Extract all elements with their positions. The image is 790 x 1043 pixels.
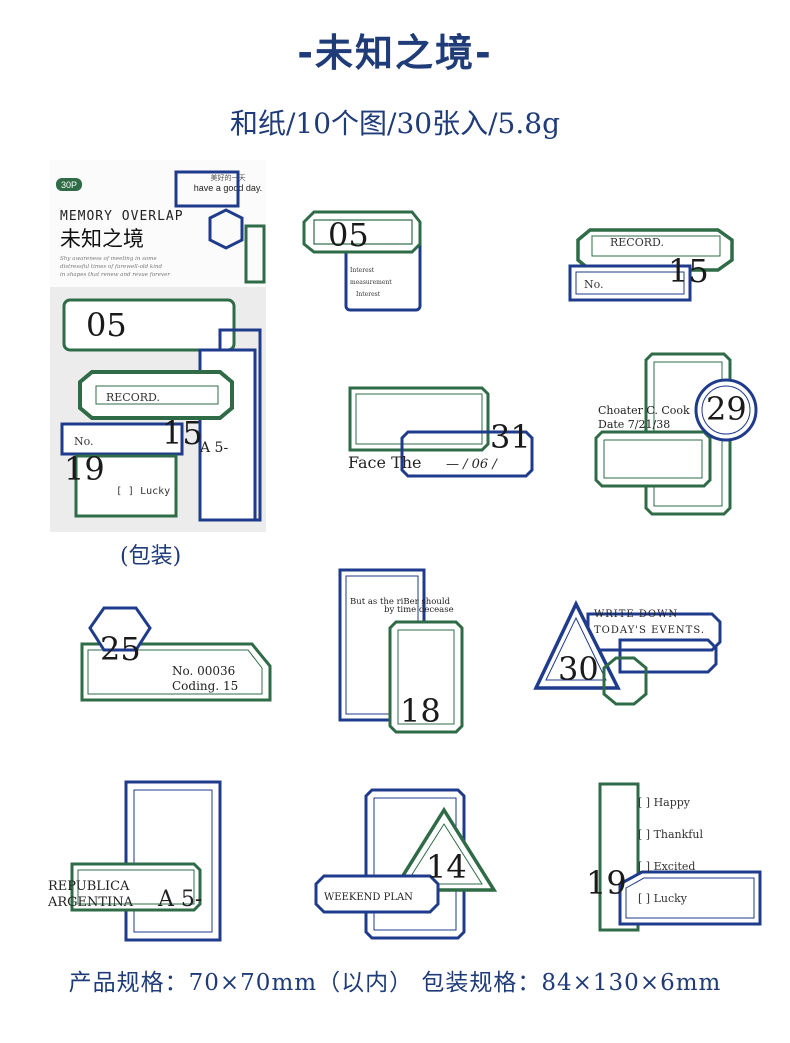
sticker-14: WEEKEND PLAN 14 xyxy=(314,788,498,940)
sticker-05-number: 05 xyxy=(328,216,369,254)
package-caption: (包装) xyxy=(120,544,182,569)
sticker-29-number: 29 xyxy=(706,390,747,428)
sticker-14-number: 14 xyxy=(426,848,467,886)
package-card xyxy=(50,160,266,287)
sticker-25-coding: Coding. 15 xyxy=(172,679,238,693)
package-name: 未知之境 xyxy=(60,227,144,251)
package-badge: 30P xyxy=(61,180,77,190)
sticker-19: [ ] Happy [ ] Thankful [ ] Excited [ ] L… xyxy=(586,782,762,932)
sticker-15-number: 15 xyxy=(668,252,709,290)
sticker-19-thankful: [ ] Thankful xyxy=(638,828,703,841)
sticker-18-number: 18 xyxy=(400,692,441,730)
package-num-19: 19 xyxy=(64,450,105,488)
package-blurb-2: distressful times of farewell-old kind xyxy=(60,264,163,270)
package-no: No. xyxy=(74,435,94,448)
sticker-19-happy: [ ] Happy xyxy=(638,796,691,809)
sticker-15-no: No. xyxy=(584,278,604,291)
package-num-15: 15 xyxy=(162,414,203,452)
sticker-05: 05 Interest measurement Interest xyxy=(302,210,422,312)
sticker-15: RECORD. No. 15 xyxy=(568,228,734,302)
sticker-25-no: No. 00036 xyxy=(172,664,235,678)
package-num-05: 05 xyxy=(86,306,127,344)
product-subtitle: 和纸/10个图/30张入/5.8g xyxy=(229,107,560,140)
spec-footer: 产品规格：70×70mm（以内） 包装规格：84×130×6mm xyxy=(68,970,722,996)
sticker-30: WRITE DOWN TODAY'S EVENTS. 30 xyxy=(533,600,722,706)
package-as: A 5- xyxy=(199,440,228,456)
sticker-30-number: 30 xyxy=(558,650,599,688)
sticker-15-record: RECORD. xyxy=(610,236,664,249)
package-image: 30P 美好的一天 have a good day. MEMORY OVERLA… xyxy=(50,160,266,532)
sticker-18-line1: But as the riBer should xyxy=(350,597,451,607)
sticker-republica-line2: ARGENTINA xyxy=(47,895,134,910)
sticker-19-number: 19 xyxy=(586,864,627,902)
sticker-31: Face The — / 06 / 31 xyxy=(348,386,534,478)
sticker-18: But as the riBer should by time decease … xyxy=(338,568,464,734)
sticker-05-line1: Interest xyxy=(350,267,375,274)
sticker-31-date: — / 06 / xyxy=(446,457,498,472)
sticker-29-line1: Choater C. Cook xyxy=(598,404,690,417)
sticker-30-line2: TODAY'S EVENTS. xyxy=(594,625,705,636)
sticker-31-face: Face The xyxy=(348,453,422,472)
package-brand: MEMORY OVERLAP xyxy=(60,209,184,224)
sticker-25: 25 No. 00036 Coding. 15 xyxy=(80,606,272,702)
sticker-republica-line1: REPUBLICA xyxy=(48,879,130,894)
sticker-republica-as: A 5- xyxy=(157,887,202,912)
sticker-05-line3: Interest xyxy=(356,291,381,298)
package-art: 30P 美好的一天 have a good day. MEMORY OVERLA… xyxy=(56,170,266,522)
package-tagline-en: have a good day. xyxy=(194,183,262,193)
sticker-25-number: 25 xyxy=(100,630,141,668)
sticker-29-line2: Date 7/21/38 xyxy=(598,418,670,431)
page-title: -未知之境- xyxy=(297,31,493,75)
package-tagline-cn: 美好的一天 xyxy=(211,173,246,182)
sticker-05-line2: measurement xyxy=(350,279,392,286)
sticker-14-plan: WEEKEND PLAN xyxy=(324,892,413,903)
package-lucky: [ ] Lucky xyxy=(116,486,170,497)
sticker-18-line2: by time decease xyxy=(384,605,454,615)
sticker-31-number: 31 xyxy=(490,418,531,456)
package-blurb-3: in shapes that renew and revue forever xyxy=(60,272,170,278)
sticker-30-line1: WRITE DOWN xyxy=(594,609,678,620)
sticker-29: Choater C. Cook Date 7/21/38 29 xyxy=(594,352,758,516)
package-record: RECORD. xyxy=(106,391,160,404)
sticker-19-lucky: [ ] Lucky xyxy=(638,892,688,905)
sticker-19-excited: [ ] Excited xyxy=(638,860,695,873)
package-blurb-1: Shy awareness of meeting in some xyxy=(60,256,158,262)
sticker-republica: REPUBLICA ARGENTINA A 5- xyxy=(47,780,222,942)
